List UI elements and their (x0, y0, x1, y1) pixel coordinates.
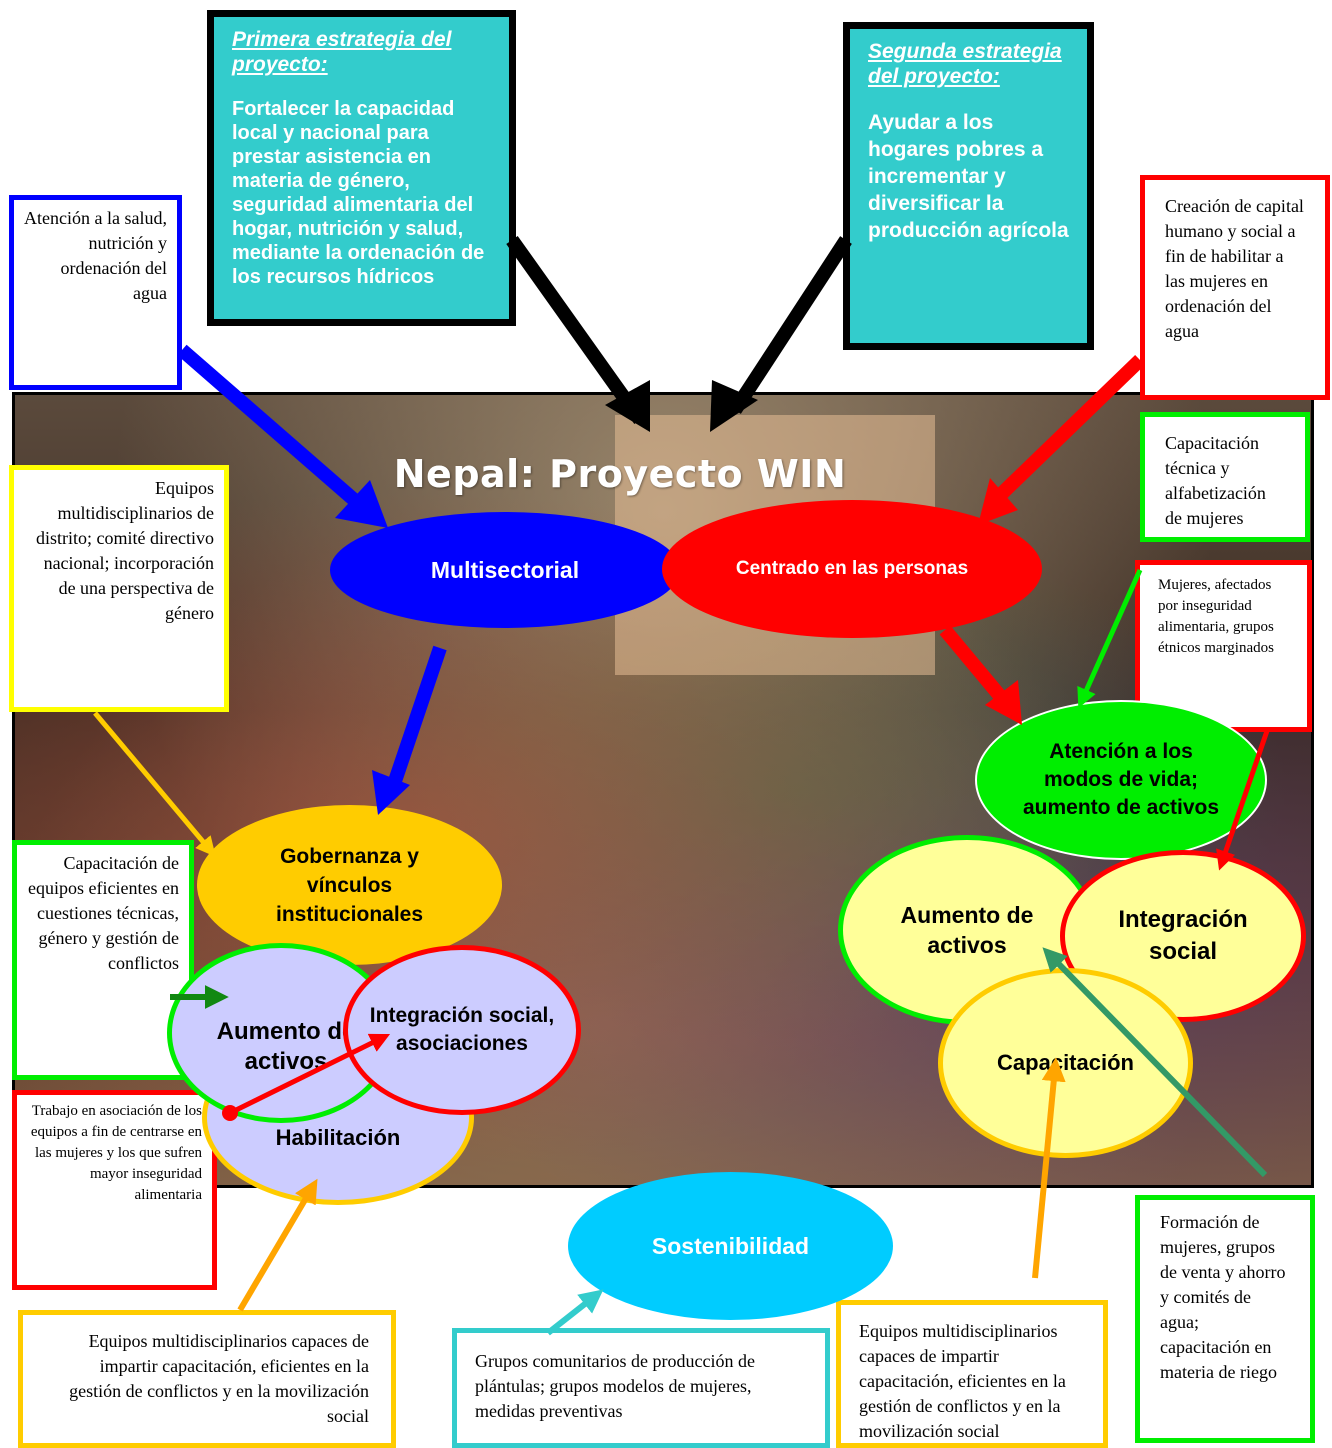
ellipse-integracion-social-left: Integración social, asociaciones (343, 945, 581, 1115)
arrow-head-blue-1 (335, 480, 388, 528)
first-strategy-box: Primera estrategia del proyecto: Fortale… (207, 10, 516, 326)
second-strategy-text: Ayudar a los hogares pobres a incrementa… (868, 111, 1069, 242)
arrow-head-red-1 (978, 478, 1018, 525)
note-equipos-capaces-left: Equipos multidisciplinarios capaces de i… (18, 1310, 396, 1448)
note-trabajo-asociacion: Trabajo en asociación de los equipos a f… (12, 1090, 217, 1290)
arrow-capaces-right-to-capacitacion (1032, 1057, 1066, 1279)
ellipse-atencion-modos-vida: Atención a los modos de vida; aumento de… (975, 700, 1267, 860)
ellipse-aumento-activos-left: Aumento de activos (167, 943, 395, 1123)
arrow-mujeres-to-integracion (1216, 727, 1271, 871)
note-equipos-capaces-right: Equipos multidisciplinarios capaces de i… (836, 1300, 1108, 1448)
arrow-head-second (710, 380, 758, 432)
arrow-head-blue-2 (372, 770, 410, 815)
ellipse-sostenibilidad: Sostenibilidad (568, 1172, 893, 1320)
note-grupos-comunitarios: Grupos comunitarios de producción de plá… (452, 1328, 830, 1448)
second-strategy-heading: Segunda estrategia del proyecto: (868, 40, 1062, 88)
ellipse-gobernanza: Gobernanza y vínculos institucionales (197, 805, 502, 965)
note-atencion-salud: Atención a la salud, nutrición y ordenac… (9, 195, 182, 390)
arrow-head-first (605, 380, 650, 432)
arrow-creacion-to-centrado (985, 354, 1145, 511)
arrow-second-strategy (729, 236, 852, 414)
arrow-trabajo-to-integracion (228, 1033, 391, 1116)
note-capacitacion-tecnica: Capacitación técnica y alfabetización de… (1140, 412, 1310, 542)
second-strategy-box: Segunda estrategia del proyecto: Ayudar … (843, 22, 1094, 350)
first-strategy-text: Fortalecer la capacidad local y nacional… (232, 98, 485, 288)
arrow-head-red-2 (985, 680, 1022, 725)
note-formacion-mujeres: Formación de mujeres, grupos de venta y … (1135, 1195, 1315, 1443)
diagram-title: Nepal: Proyecto WIN (393, 452, 847, 496)
arrow-formacion-to-aumento (1042, 947, 1268, 1178)
note-creacion-capital: Creación de capital humano y social a fi… (1140, 175, 1330, 400)
note-equipos-distrito: Equipos multidisciplinarios de distrito;… (9, 465, 229, 712)
arrow-multisectorial-to-gobernanza (385, 645, 447, 793)
arrow-tecnica-to-atencion (1077, 568, 1143, 709)
ellipse-multisectorial: Multisectorial (330, 512, 680, 628)
first-strategy-heading: Primera estrategia del proyecto: (232, 28, 452, 76)
note-capacitacion-equipos: Capacitación de equipos eficientes en cu… (12, 840, 194, 1080)
arrow-centrado-to-atencion (939, 625, 1011, 707)
arrow-salud-to-multisectorial (177, 344, 365, 511)
arrow-grupos-to-sostenibilidad (546, 1289, 604, 1336)
arrow-distrito-to-gobernanza (93, 711, 216, 857)
arrow-first-strategy (506, 235, 646, 425)
arrow-capaces-left-to-habilitacion (237, 1178, 318, 1312)
